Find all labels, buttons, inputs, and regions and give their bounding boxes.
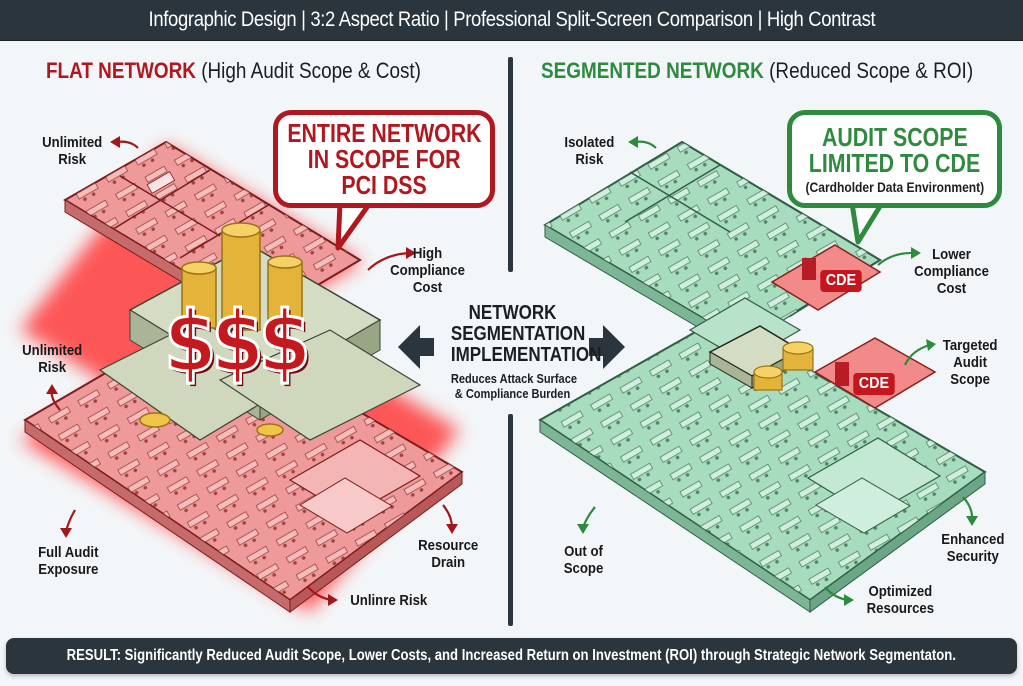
left-panel-title: FLAT NETWORK (High Audit Scope & Cost) (46, 58, 421, 84)
left-bubble-line1: ENTIRE NETWORK (286, 118, 482, 148)
result-bar: RESULT: Significantly Reduced Audit Scop… (6, 638, 1017, 674)
center-segmentation-block: NETWORK SEGMENTATION IMPLEMENTATION Redu… (440, 302, 602, 402)
center-heading-1: NETWORK (468, 302, 557, 324)
cde-badge-lower: CDE (853, 373, 895, 395)
right-bubble-line2: LIMITED TO CDE (808, 147, 981, 178)
small-money-pile (708, 325, 814, 391)
right-callout-arrowheads (577, 136, 978, 606)
dollar-signs-icon: $$$ (163, 293, 313, 391)
left-title-rest: (High Audit Scope & Cost) (195, 58, 421, 83)
right-arrow-icon (589, 325, 625, 369)
left-arrow-icon (398, 325, 434, 369)
left-title-bold: FLAT NETWORK (46, 58, 196, 83)
right-callout-bubble: AUDIT SCOPE LIMITED TO CDE (Cardholder D… (787, 110, 1002, 208)
cde-badge-upper: CDE (820, 270, 862, 292)
label-unlinre-risk: Unlinre Risk (350, 592, 428, 609)
left-bubble-line3: PCI DSS (341, 170, 427, 200)
left-bubble-tail (335, 200, 373, 251)
divider-top (508, 57, 513, 272)
header-bar: Infographic Design | 3:2 Aspect Ratio | … (0, 0, 1023, 41)
left-callout-bubble: ENTIRE NETWORK IN SCOPE FOR PCI DSS (273, 110, 495, 208)
right-bubble-line3: (Cardholder Data Environment) (805, 178, 984, 195)
left-bubble-line2: IN SCOPE FOR (307, 144, 461, 174)
center-heading-3: IMPLEMENTATION (450, 344, 602, 366)
result-text: RESULT: Significantly Reduced Audit Scop… (66, 647, 957, 664)
header-title: Infographic Design | 3:2 Aspect Ratio | … (148, 8, 875, 31)
right-bubble-tail (849, 200, 885, 245)
right-title-bold: SEGMENTED NETWORK (541, 58, 764, 83)
center-sub-1: Reduces Attack Surface (450, 371, 577, 386)
money-pile (98, 222, 422, 441)
center-sub-2: & Compliance Burden (454, 386, 571, 401)
right-floor-lower (538, 297, 987, 613)
right-floor-upper (543, 140, 882, 356)
right-panel-title: SEGMENTED NETWORK (Reduced Scope & ROI) (541, 58, 973, 84)
right-title-rest: (Reduced Scope & ROI) (763, 58, 974, 83)
divider-bottom (508, 414, 513, 626)
right-bubble-line1: AUDIT SCOPE (821, 121, 968, 152)
left-callout-arrowheads (46, 136, 458, 606)
center-heading-2: SEGMENTATION (450, 323, 586, 345)
